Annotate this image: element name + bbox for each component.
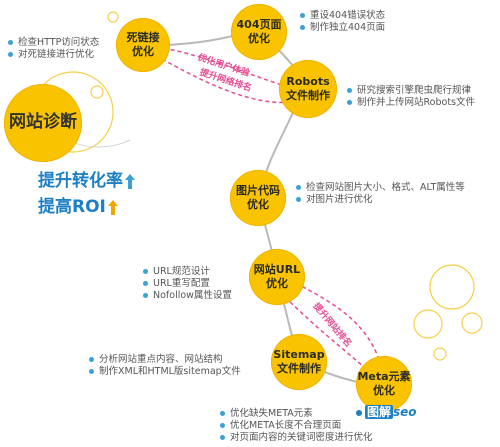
bullet-dot-icon [143,281,148,286]
list-item-text: 制作XML和HTML版sitemap文件 [99,366,241,377]
bullets-sitemap: 分析网站重点内容、网站结构 制作XML和HTML版sitemap文件 [89,354,241,378]
list-item-text: 对图片进行优化 [306,194,373,205]
decor-ring [429,264,475,310]
main-node-label: 网站诊断 [9,112,77,133]
list-item: 研究搜索引擎爬虫爬行规律 [347,85,475,97]
node-robots-l1: Robots [286,75,330,89]
decor-ring [433,347,447,361]
node-robots-l2: 文件制作 [286,89,330,102]
bullet-dot-icon [300,25,305,30]
up-arrow-icon [107,200,118,215]
list-item-text: 优化缺失META元素 [230,408,313,419]
list-item-text: 优化META长度不合理页面 [230,420,342,431]
bullet-dot-icon [8,40,13,45]
bullet-dot-icon [220,435,225,440]
node-meta-l1: Meta元素 [357,370,411,384]
list-item: URL重写配置 [143,278,232,290]
slogan-conversion-text: 提升转化率 [38,171,123,191]
main-node: 网站诊断 [4,84,82,162]
bullets-url: URL规范设计 URL重写配置 Nofollow属性设置 [143,266,232,302]
bullet-dot-icon [89,369,94,374]
bullets-meta: 优化缺失META元素 优化META长度不合理页面 对页面内容的关键词密度进行优化 [220,408,373,444]
decor-ring [90,85,104,99]
node-dead-links-l1: 死链接 [126,31,160,45]
bullet-dot-icon [296,197,301,202]
list-item: Nofollow属性设置 [143,290,232,302]
bullet-dot-icon [8,52,13,57]
node-meta-l2: 优化 [373,384,395,397]
list-item-text: 分析网站重点内容、网站结构 [99,354,223,365]
decor-ring [461,312,483,334]
bullets-404: 重设404错误状态 制作独立404页面 [300,10,385,34]
decor-ring [107,11,119,23]
node-dead-links-l2: 优化 [132,45,154,58]
pink-link-c [276,273,384,373]
node-url-l1: 网站URL [253,263,301,277]
list-item: 优化缺失META元素 [220,408,373,420]
node-image-code-l2: 优化 [247,198,269,211]
logo-text-seo: seo [393,405,417,419]
slogan-conversion: 提升转化率 [38,166,135,191]
up-arrow-icon [125,174,135,189]
bullets-robots: 研究搜索引擎爬虫爬行规律 制作并上传网站Robots文件 [347,85,475,109]
logo-text-main: 图解 [365,405,394,419]
list-item-text: 重设404错误状态 [310,10,386,21]
list-item: 对死链接进行优化 [8,49,99,61]
node-404-l2: 优化 [248,32,270,45]
logo-dots-icon [356,410,362,416]
slogan-roi: 提高ROI [38,192,118,217]
list-item-text: 对页面内容的关键词密度进行优化 [230,432,373,443]
node-sitemap-l2: 文件制作 [277,362,321,375]
list-item-text: URL重写配置 [153,278,210,289]
list-item: 检查HTTP访问状态 [8,37,99,49]
list-item: 优化META长度不合理页面 [220,420,373,432]
list-item-text: 制作并上传网站Robots文件 [357,97,476,108]
list-item-text: URL规范设计 [153,266,210,277]
list-item: 对页面内容的关键词密度进行优化 [220,432,373,444]
node-url-l2: 优化 [266,277,288,290]
bullets-image-code: 检查网站图片大小、格式、ALT属性等 对图片进行优化 [296,182,465,206]
list-item: 制作XML和HTML版sitemap文件 [89,366,241,378]
node-404: 404页面 优化 [231,4,287,60]
list-item-text: 检查HTTP访问状态 [18,37,100,48]
pink-link-d [279,291,373,375]
list-item: 重设404错误状态 [300,10,385,22]
list-item: 分析网站重点内容、网站结构 [89,354,241,366]
node-sitemap: Sitemap 文件制作 [271,334,327,390]
slogan-roi-text: 提高ROI [38,197,106,217]
bullet-dot-icon [300,13,305,18]
list-item-text: Nofollow属性设置 [153,290,232,301]
bullet-dot-icon [296,185,301,190]
decor-ring [413,309,443,339]
node-dead-links: 死链接 优化 [116,18,170,72]
connector-path [149,27,384,389]
list-item-text: 制作独立404页面 [310,22,386,33]
bullet-dot-icon [143,269,148,274]
bullets-dead-links: 检查HTTP访问状态 对死链接进行优化 [8,37,99,61]
list-item: 制作并上传网站Robots文件 [347,97,475,109]
list-item-text: 检查网站图片大小、格式、ALT属性等 [306,182,465,193]
node-sitemap-l1: Sitemap [273,348,325,362]
bullet-dot-icon [347,100,352,105]
node-robots: Robots 文件制作 [279,60,337,118]
list-item: 对图片进行优化 [296,194,465,206]
node-404-l1: 404页面 [236,18,282,32]
list-item: 检查网站图片大小、格式、ALT属性等 [296,182,465,194]
node-image-code-l1: 图片代码 [236,184,280,198]
node-url: 网站URL 优化 [249,249,305,305]
bullet-dot-icon [89,357,94,362]
list-item: 制作独立404页面 [300,22,385,34]
bullet-dot-icon [220,423,225,428]
bullet-dot-icon [347,88,352,93]
list-item-text: 研究搜索引擎爬虫爬行规律 [357,85,472,96]
list-item-text: 对死链接进行优化 [18,49,95,60]
bullet-dot-icon [143,293,148,298]
bullet-dot-icon [220,411,225,416]
list-item: URL规范设计 [143,266,232,278]
node-meta: Meta元素 优化 [356,356,412,412]
node-image-code: 图片代码 优化 [230,170,286,226]
